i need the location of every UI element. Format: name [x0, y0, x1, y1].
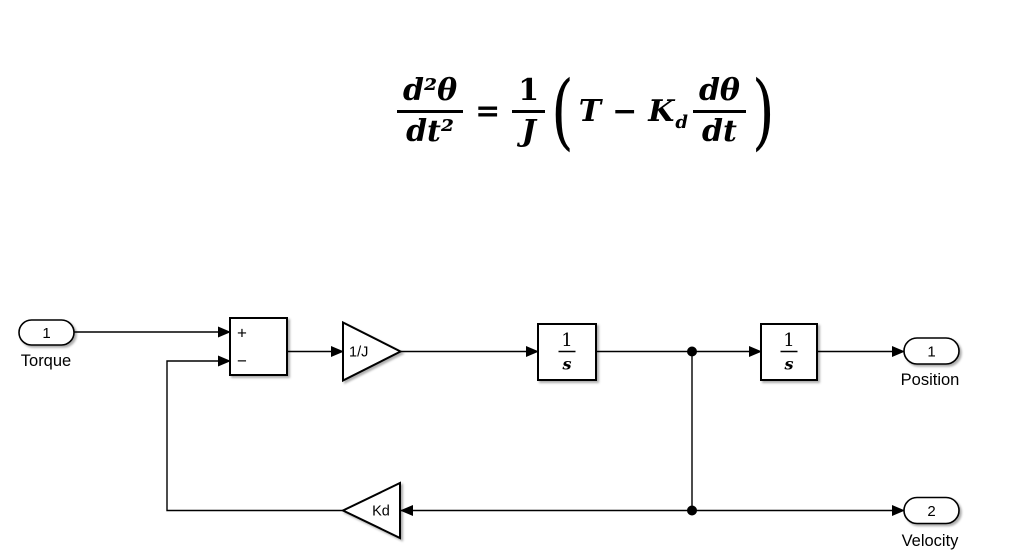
right-paren: ) [751, 62, 775, 160]
inverse-inertia-denominator: J [521, 113, 536, 149]
lhs-numerator: d²θ [397, 74, 464, 113]
inertia-gain-shape[interactable] [342, 320, 403, 383]
branch-point-lower [687, 505, 697, 516]
inertia-gain-label: 1/J [349, 345, 368, 361]
damping-coefficient-symbol: Kd [648, 93, 688, 132]
integrator1-numerator: 1 [561, 330, 572, 351]
sum-plus-sign: + [237, 324, 247, 343]
outport-position-number: 1 [927, 344, 935, 361]
integrator1-denominator: s [561, 355, 571, 374]
lhs-denominator: dt² [406, 113, 455, 149]
inport-torque-shape[interactable] [18, 319, 75, 346]
integrator1-block[interactable]: 1 s [537, 323, 597, 381]
integrator2-block[interactable]: 1 s [760, 323, 818, 381]
branch-point-upper [687, 346, 697, 357]
outport-velocity-number: 2 [927, 503, 935, 520]
inport-torque-block[interactable]: 1 [18, 319, 75, 346]
outport-position-block[interactable]: 1 [903, 337, 960, 365]
left-paren: ( [551, 62, 574, 160]
sum-minus-sign: − [237, 352, 247, 371]
wire-damping-feedback-to-sum[interactable] [166, 355, 343, 512]
outport-velocity-block[interactable]: 2 [903, 496, 960, 525]
damping-gain-block[interactable]: Kd [340, 481, 401, 540]
outport-position-shape[interactable] [903, 337, 960, 365]
derivative-denominator: dt [702, 113, 737, 149]
sum-block-shape[interactable] [229, 317, 288, 376]
inverse-inertia-numerator: 1 [512, 74, 546, 113]
integrator2-numerator: 1 [783, 330, 794, 351]
damping-gain-label: Kd [372, 504, 390, 520]
outport-position-label[interactable]: Position [901, 371, 960, 389]
inport-torque-number: 1 [42, 325, 50, 342]
integrator2-denominator: s [783, 355, 793, 374]
damping-gain-shape[interactable] [340, 481, 401, 540]
inport-torque-label[interactable]: Torque [21, 352, 71, 370]
damping-symbol-base: K [648, 93, 675, 129]
outport-velocity-label[interactable]: Velocity [902, 532, 960, 550]
derivative-fraction: dθ dt [692, 74, 746, 149]
inertia-gain-block[interactable]: 1/J [342, 320, 403, 383]
outport-velocity-shape[interactable] [903, 496, 960, 525]
torque-symbol: T [578, 93, 602, 129]
lhs-fraction: d²θ dt² [397, 74, 464, 149]
minus-sign: − [612, 93, 638, 129]
equals-sign: = [475, 93, 501, 129]
sum-block[interactable]: + − [229, 317, 288, 376]
inverse-inertia-fraction: 1 J [512, 74, 546, 149]
derivative-numerator: dθ [692, 74, 746, 113]
equation-annotation: d²θ dt² = 1 J ( T − Kd dθ dt ) [394, 62, 778, 160]
damping-symbol-subscript: d [675, 111, 688, 133]
